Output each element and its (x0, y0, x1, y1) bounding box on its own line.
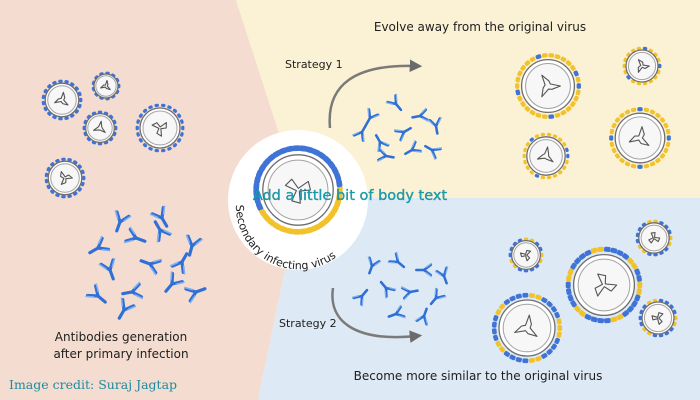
antibody-left-10 (85, 283, 107, 304)
antibody-top-7 (404, 140, 423, 156)
virus-strategy2-3 (565, 246, 643, 324)
antibody-top-5 (374, 134, 390, 153)
virus-strategy2-2 (635, 219, 673, 257)
strategy-2-label: Strategy 2 (279, 317, 337, 330)
body-text-overlay: Add a little bit of body text (252, 188, 448, 204)
antibody-left-1 (114, 210, 132, 233)
antibody-top-4 (393, 126, 412, 142)
antibody-top-8 (377, 147, 395, 162)
top-title: Evolve away from the original virus (374, 20, 586, 34)
virus-primary-3 (82, 110, 118, 146)
virus-strategy2-1 (508, 237, 544, 273)
antibody-left-6 (139, 258, 162, 276)
virus-strategy1-3 (522, 132, 570, 180)
antibody-left-2 (149, 205, 169, 228)
antibody-top-9 (424, 144, 443, 160)
antibody-bottom-9 (387, 304, 406, 319)
virus-primary-5 (44, 157, 86, 199)
antibodies-label-line2: after primary infection (53, 347, 188, 361)
antibody-left-11 (184, 286, 207, 304)
antibody-top-6 (427, 117, 442, 135)
antibody-left-14 (117, 297, 137, 320)
antibody-bottom-7 (429, 287, 447, 306)
antibody-left-5 (185, 234, 204, 257)
virus-primary-2 (91, 71, 121, 101)
antibody-left-9 (121, 281, 144, 300)
antibody-left-13 (169, 252, 189, 275)
bottom-panel (258, 198, 700, 400)
virus-strategy2-4 (491, 292, 563, 364)
antibody-bottom-10 (414, 307, 429, 326)
antibody-left-4 (124, 226, 147, 244)
antibody-left-12 (153, 220, 173, 243)
antibody-left-3 (88, 235, 111, 255)
virus-strategy1-4 (609, 107, 671, 169)
strategy-1-arrow (328, 59, 423, 129)
antibody-bottom-1 (367, 256, 382, 275)
antibody-left-8 (164, 271, 185, 293)
virus-strategy2-5 (638, 298, 678, 338)
virus-strategy1-2 (622, 46, 662, 86)
virus-strategy1-1 (515, 53, 581, 119)
antibody-bottom-8 (351, 288, 369, 307)
antibody-top-2 (385, 93, 403, 112)
virus-primary-4 (135, 103, 185, 153)
image-credit: Image credit: Suraj Jagtap (9, 377, 178, 392)
antibody-bottom-6 (401, 286, 419, 301)
antibody-top-10 (352, 124, 368, 143)
antibody-bottom-3 (415, 262, 433, 278)
virus-primary-1 (41, 79, 83, 121)
virus-group (41, 46, 678, 364)
antibody-group (85, 93, 449, 326)
antibodies-label-line1: Antibodies generation (55, 330, 187, 344)
top-panel (236, 0, 700, 198)
virus-center (253, 145, 343, 235)
antibody-bottom-5 (379, 280, 397, 299)
antibody-left-7 (98, 258, 116, 281)
antibody-top-3 (411, 107, 429, 122)
antibody-top-1 (364, 107, 380, 126)
antibody-bottom-4 (434, 266, 449, 285)
strategy-1-label: Strategy 1 (285, 58, 343, 71)
strategy-2-arrow (331, 287, 423, 343)
bottom-title: Become more similar to the original viru… (354, 369, 603, 383)
antibody-bottom-2 (387, 251, 406, 269)
